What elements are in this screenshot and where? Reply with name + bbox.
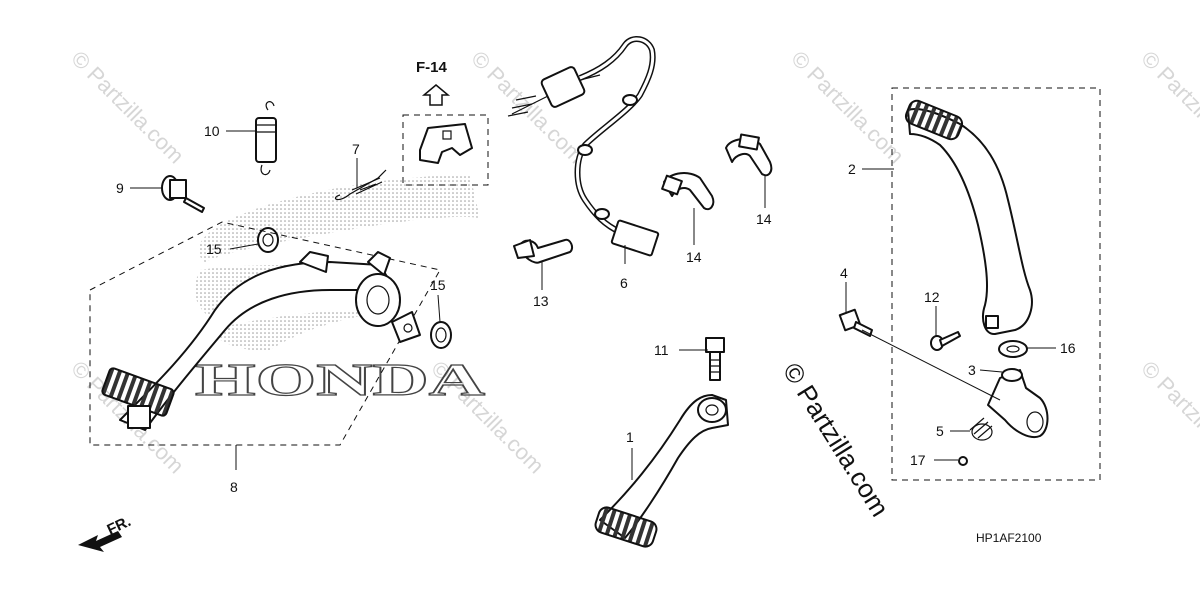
part-2-kick-starter (891, 87, 1101, 481)
drawing-code: HP1AF2100 (976, 531, 1042, 545)
callout-1: 1 (626, 429, 634, 445)
watermark: © Partzilla.com (66, 46, 189, 169)
section-reference: F-14 (402, 59, 489, 186)
callout-4: 4 (840, 265, 848, 281)
callout-9: 9 (116, 180, 124, 196)
callout-12: 12 (924, 289, 940, 305)
watermark: © Partzilla.com (1136, 46, 1200, 169)
part-13-clamp (513, 238, 574, 264)
callout-6: 6 (620, 275, 628, 291)
part-11-bolt (705, 337, 725, 381)
watermark: © Partzilla.com (466, 46, 589, 169)
part-15-seal-upper (257, 227, 279, 253)
part-1-shift-pedal (594, 394, 729, 548)
watermark: © Partzilla.com (786, 46, 909, 169)
callout-13: 13 (533, 293, 549, 309)
part-14-clip-left (661, 172, 715, 211)
partzilla-watermark: © Partzilla.com (777, 357, 895, 521)
callout-7: 7 (352, 141, 360, 157)
watermark: © Partzilla.com (1136, 356, 1200, 479)
part-3-kick-boss (987, 368, 1049, 438)
part-15-seal-lower (430, 321, 452, 349)
section-ref-label: F-14 (416, 59, 448, 76)
callout-11: 11 (654, 342, 669, 358)
callout-14-right: 14 (756, 211, 772, 227)
part-6-switch-harness (507, 36, 660, 257)
part-5-spring (969, 417, 993, 441)
logo-wordmark: HONDA (195, 354, 485, 405)
callout-8: 8 (230, 479, 238, 495)
part-10-spring (255, 101, 277, 176)
part-14-clip-right (725, 133, 773, 177)
callout-2: 2 (848, 161, 856, 177)
callout-10: 10 (204, 123, 220, 139)
part-16-washer (998, 340, 1028, 358)
callout-15-lower: 15 (430, 277, 446, 293)
callout-16: 16 (1060, 340, 1076, 356)
part-17-ball (958, 456, 968, 466)
front-direction-arrow: FR. (78, 513, 134, 552)
part-12-screw (930, 331, 961, 351)
callout-15-upper: 15 (206, 241, 222, 257)
callout-17: 17 (910, 452, 926, 468)
part-9-bolt (161, 175, 205, 213)
callout-5: 5 (936, 423, 944, 439)
part-8-brake-pedal (89, 221, 441, 446)
callout-14-left: 14 (686, 249, 702, 265)
front-label: FR. (105, 513, 134, 539)
leader-lines (130, 130, 1056, 480)
callouts: 10 9 7 15 15 8 13 6 14 14 11 1 2 4 12 16… (116, 123, 1076, 495)
callout-3: 3 (968, 362, 976, 378)
